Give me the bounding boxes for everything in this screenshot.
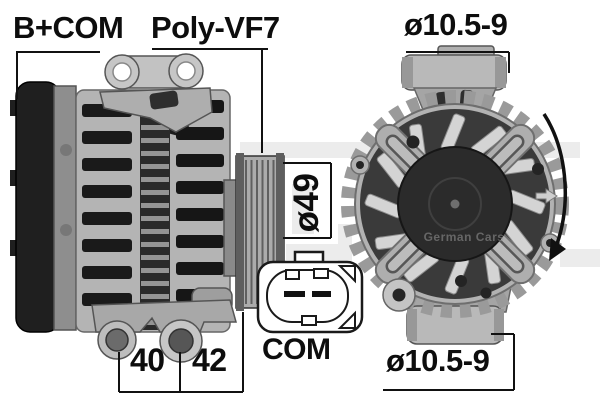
- pivot-boss: [382, 278, 416, 312]
- alternator-side-view: [10, 53, 285, 363]
- corner-key: [337, 310, 356, 329]
- pulley-type-label: Poly-VF7: [151, 10, 280, 45]
- dim-pulley-diameter: [283, 162, 332, 239]
- corner-key: [337, 265, 356, 284]
- pulley-dia-label: ø49: [287, 173, 326, 233]
- bottom-mount-dia-label: ø10.5-9: [386, 343, 490, 378]
- rear-cover: [10, 81, 77, 333]
- stamped-arrow-icon: [535, 188, 558, 204]
- dim-bottom-mount: [383, 333, 515, 391]
- connector-pin: [312, 291, 331, 297]
- alternator-front-view: [341, 45, 569, 345]
- top-mount-bracket-side: [99, 53, 213, 133]
- mount-dim-b-label: 42: [192, 342, 227, 378]
- rim-ribs: [341, 90, 569, 318]
- stator-band: [140, 96, 170, 330]
- hub-ring: [428, 177, 482, 231]
- photo-watermark: German Cars: [423, 230, 505, 244]
- connector-label: COM: [262, 333, 331, 366]
- dim-mount-spacing: [118, 312, 244, 393]
- dimension-lines: [16, 48, 515, 393]
- key-slot: [301, 315, 317, 326]
- key-slot: [285, 269, 300, 280]
- dim-top-mount: [406, 51, 510, 73]
- housing-body: [75, 89, 233, 333]
- leader-pulley-type: [152, 48, 268, 153]
- mount-hole: [176, 61, 196, 81]
- mount-hole: [112, 62, 132, 82]
- connector-pin: [284, 291, 305, 297]
- rotation-direction-arrow-icon: [542, 113, 567, 261]
- mount-hole: [105, 328, 129, 352]
- top-mount-dia-label: ø10.5-9: [404, 7, 508, 42]
- connector-socket: [266, 269, 349, 323]
- connector-diagram: [256, 250, 364, 334]
- bolt-holes: [406, 135, 544, 299]
- key-slot: [313, 268, 329, 279]
- leader-terminals: [16, 51, 100, 99]
- mount-hole: [168, 328, 194, 354]
- shaft-center: [450, 199, 460, 209]
- mount-dim-a-label: 40: [130, 342, 165, 378]
- cooling-slots-left: [82, 104, 132, 306]
- terminals-label: B+COM: [13, 10, 124, 45]
- bottom-mount-lugs-side: [91, 299, 237, 363]
